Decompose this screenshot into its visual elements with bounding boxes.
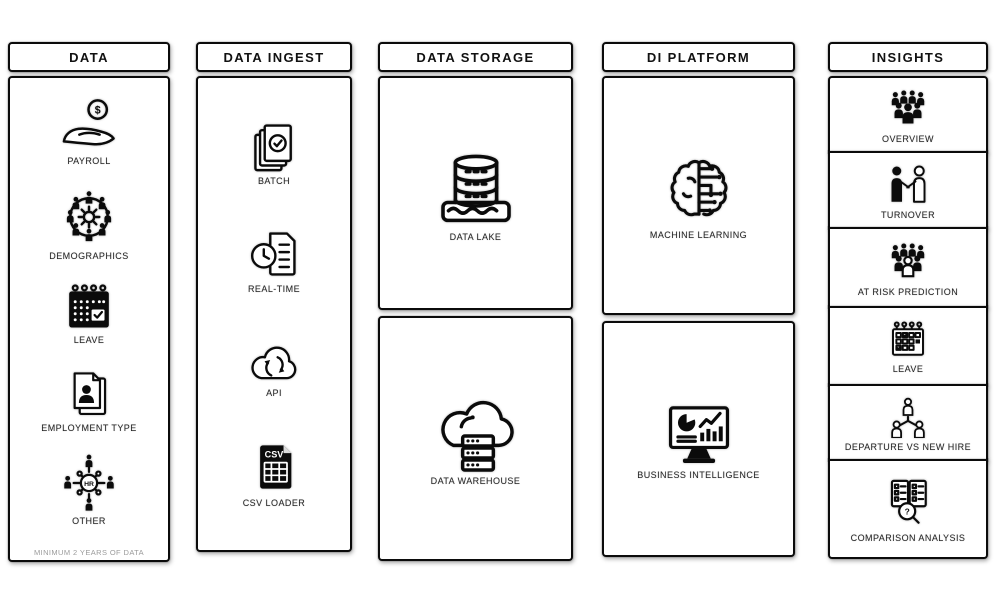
item-employment-type: EMPLOYMENT TYPE: [41, 365, 136, 433]
stacked-documents-check-icon: [246, 120, 302, 172]
item-batch: BATCH: [246, 120, 302, 186]
hand-coin-icon: $: [58, 98, 120, 152]
overview-cell: OVERVIEW: [828, 76, 988, 153]
item-csv-loader: CSV CSV LOADER: [243, 440, 306, 508]
column-di-platform-header: DI PLATFORM: [602, 42, 795, 72]
csv-file-icon: CSV: [248, 440, 300, 494]
item-label: PAYROLL: [67, 156, 111, 167]
people-network-gear-icon: [59, 187, 119, 247]
item-label: OTHER: [72, 515, 106, 526]
business-intelligence-cell: BUSINESS INTELLIGENCE: [602, 321, 795, 557]
column-insights: INSIGHTS OVERVIEW: [828, 42, 988, 559]
item-label: EMPLOYMENT TYPE: [41, 423, 137, 434]
cell-label: DATA WAREHOUSE: [430, 475, 521, 486]
column-data-storage-header: DATA STORAGE: [378, 42, 573, 72]
column-data-ingest-header: DATA INGEST: [196, 42, 352, 72]
item-other: HR OTHER: [60, 454, 118, 526]
svg-text:?: ?: [905, 507, 910, 517]
item-payroll: $ PAYROLL: [58, 98, 120, 166]
column-insights-header: INSIGHTS: [828, 42, 988, 72]
cell-label: MACHINE LEARNING: [649, 229, 748, 240]
hr-network-icon: HR: [60, 454, 118, 512]
item-label: REAL-TIME: [247, 284, 301, 294]
dashboard-monitor-icon: [659, 398, 739, 466]
database-water-icon: [432, 144, 520, 228]
item-api: API: [245, 336, 303, 398]
departure-vs-new-hire-cell: DEPARTURE VS NEW HIRE: [828, 384, 988, 461]
item-label: CSV LOADER: [242, 498, 306, 508]
cell-label: BUSINESS INTELLIGENCE: [637, 470, 760, 480]
people-group-icon: [881, 86, 935, 130]
column-di-platform-title: DI PLATFORM: [646, 49, 751, 65]
item-leave: LEAVE: [61, 281, 117, 345]
comparison-analysis-cell: ? COMPARISON ANALYSIS: [828, 459, 988, 559]
data-footnote: MINIMUM 2 YEARS OF DATA: [33, 548, 145, 557]
turnover-cell: TURNOVER: [828, 151, 988, 229]
data-lake-cell: DATA LAKE: [378, 76, 573, 310]
cell-label: AT RISK PREDICTION: [857, 286, 959, 297]
data-warehouse-cell: DATA WAREHOUSE: [378, 316, 573, 561]
column-data-ingest-body: BATCH REAL-TIME: [196, 76, 352, 552]
brain-circuit-icon: [660, 152, 738, 226]
leave-cell: LEAVE: [828, 306, 988, 386]
svg-text:CSV: CSV: [265, 449, 284, 459]
column-data-header: DATA: [8, 42, 170, 72]
org-chart-people-icon: [882, 394, 934, 439]
document-person-icon: [62, 365, 116, 419]
column-data-title: DATA: [69, 49, 109, 65]
cell-label: COMPARISON ANALYSIS: [850, 533, 966, 543]
item-label: BATCH: [257, 176, 291, 186]
item-demographics: DEMOGRAPHICS: [49, 187, 128, 261]
item-label: API: [266, 388, 282, 398]
lists-magnifier-icon: ?: [881, 475, 935, 529]
column-data: DATA $ PAYROLL: [8, 42, 170, 562]
clock-document-icon: [246, 228, 302, 280]
column-di-platform: DI PLATFORM: [602, 42, 795, 557]
column-data-ingest-title: DATA INGEST: [223, 49, 325, 65]
item-label: LEAVE: [73, 334, 105, 345]
column-data-body: $ PAYROLL: [8, 76, 170, 562]
cell-label: TURNOVER: [880, 210, 936, 220]
machine-learning-cell: MACHINE LEARNING: [602, 76, 795, 315]
column-insights-title: INSIGHTS: [871, 49, 945, 65]
calendar-checks-icon: [884, 318, 932, 360]
item-label: DEMOGRAPHICS: [49, 250, 129, 261]
people-highlight-icon: [881, 239, 935, 283]
cell-label: OVERVIEW: [882, 133, 934, 144]
calendar-filled-icon: [61, 281, 117, 331]
at-risk-prediction-cell: AT RISK PREDICTION: [828, 227, 988, 308]
cell-label: DATA LAKE: [449, 232, 502, 242]
item-real-time: REAL-TIME: [246, 228, 302, 294]
cloud-servers-icon: [433, 392, 519, 472]
column-data-storage: DATA STORAGE D: [378, 42, 573, 561]
svg-text:HR: HR: [84, 481, 94, 488]
svg-text:$: $: [95, 105, 101, 117]
cell-label: DEPARTURE VS NEW HIRE: [844, 441, 972, 452]
column-data-storage-title: DATA STORAGE: [416, 49, 535, 65]
cell-label: LEAVE: [892, 364, 924, 374]
column-data-ingest: DATA INGEST BATCH: [196, 42, 352, 552]
cloud-sync-icon: [245, 336, 303, 384]
handshake-people-icon: [884, 160, 932, 206]
